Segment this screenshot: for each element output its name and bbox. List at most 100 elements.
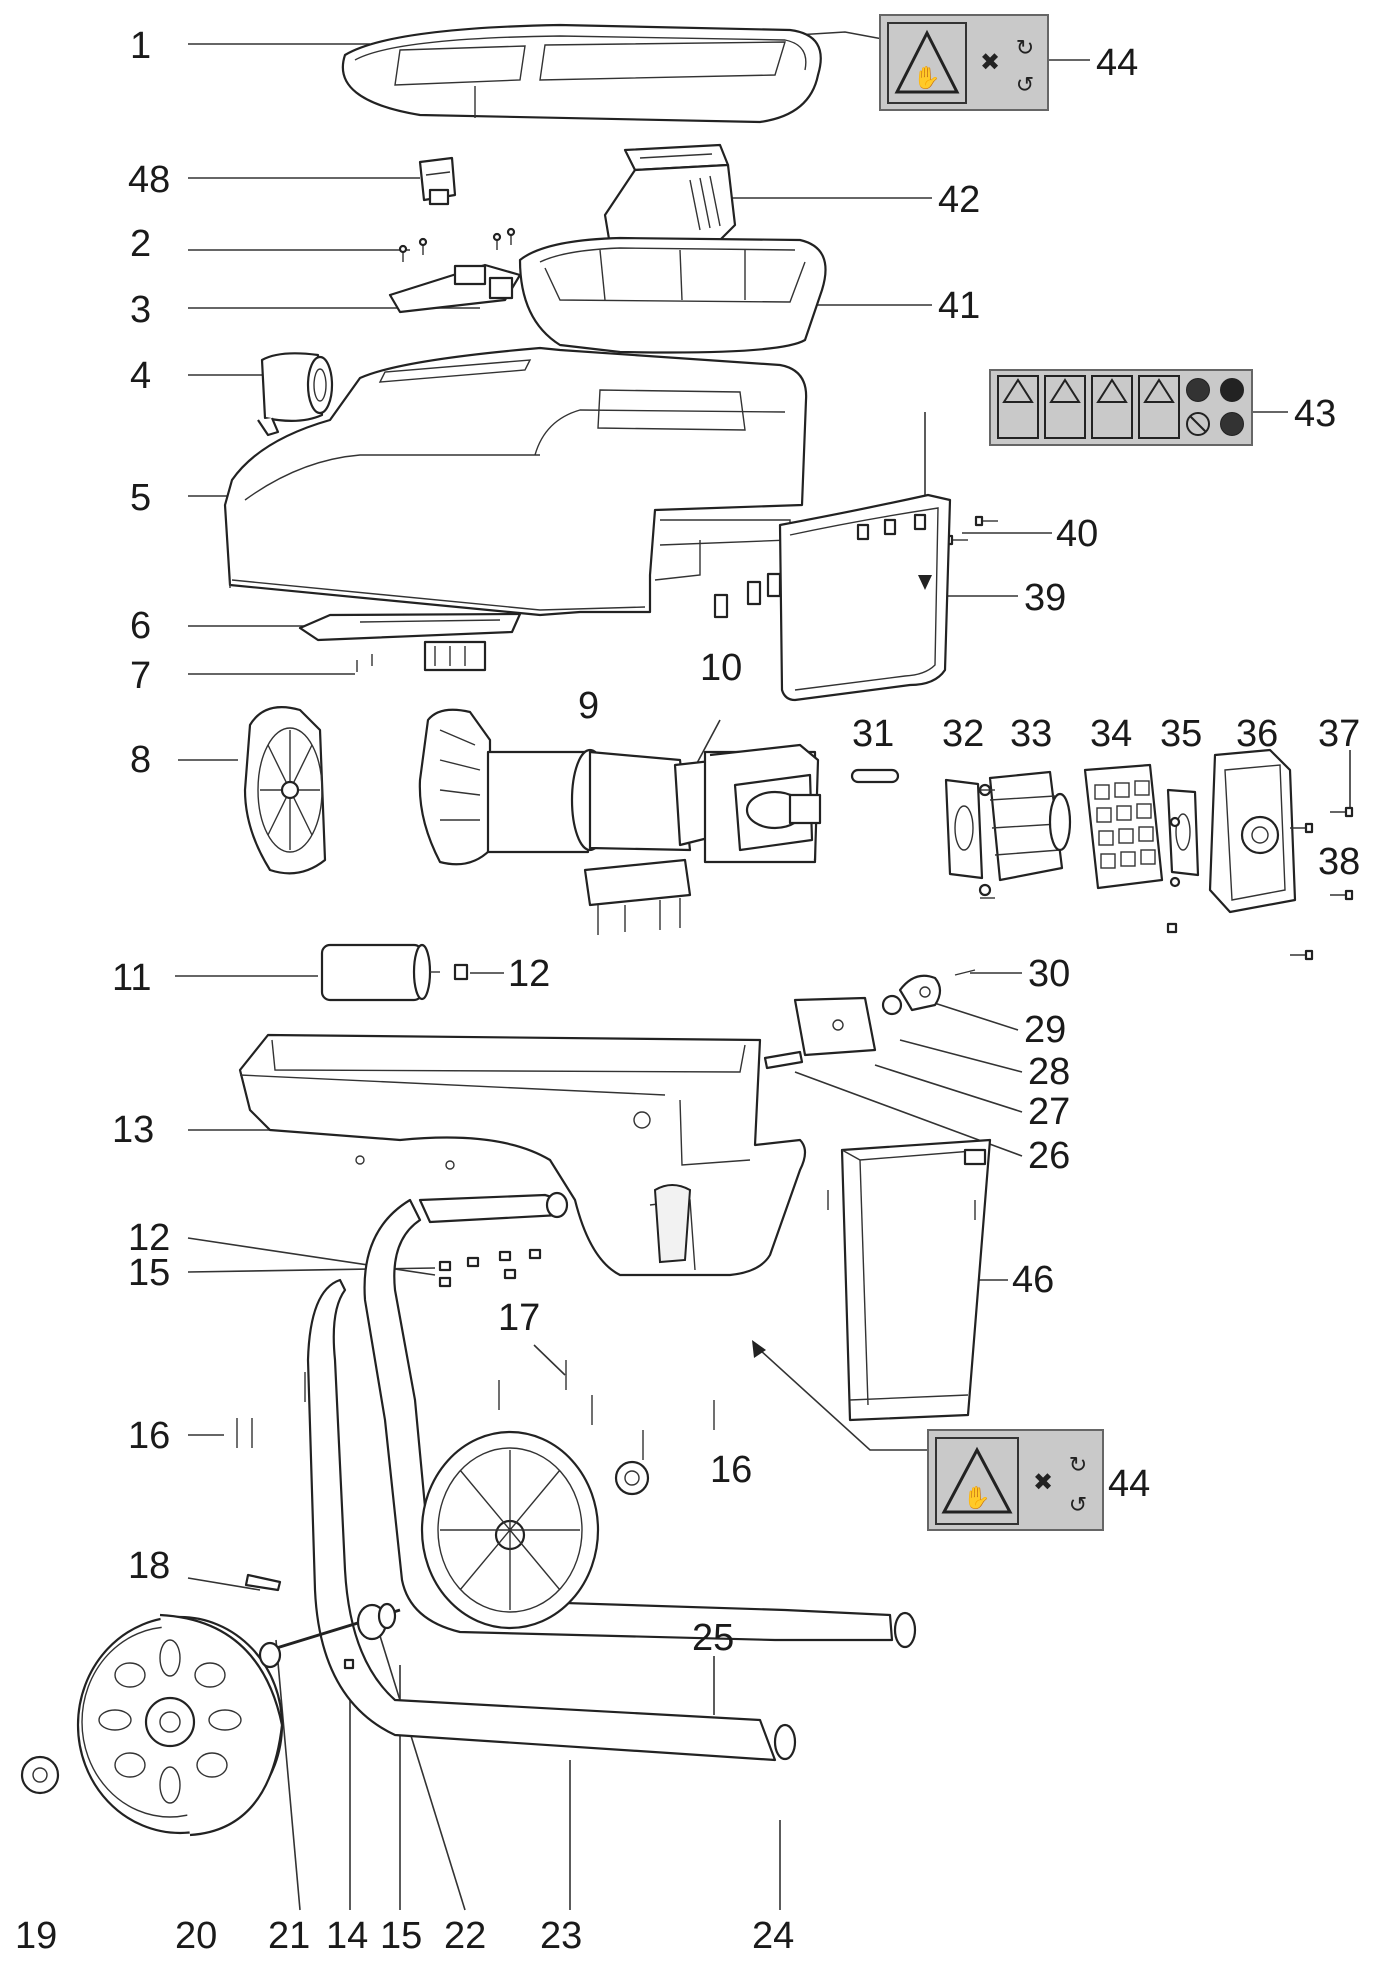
part-switch-box xyxy=(388,263,522,314)
callout-4: 4 xyxy=(130,355,151,397)
callout-15-bottom: 15 xyxy=(380,1915,422,1957)
callout-34: 34 xyxy=(1090,713,1132,755)
callout-40: 40 xyxy=(1056,513,1098,555)
callout-9: 9 xyxy=(578,685,599,727)
part-cutter-plate-34 xyxy=(1083,763,1164,890)
part-washer-19 xyxy=(20,1755,60,1795)
callout-48: 48 xyxy=(128,159,170,201)
svg-text:↻: ↻ xyxy=(1069,1453,1087,1478)
part-clips-10 xyxy=(713,572,782,619)
part-plate-32 xyxy=(944,778,992,897)
callout-2: 2 xyxy=(130,223,151,265)
part-screws-2 xyxy=(398,227,516,262)
callout-43: 43 xyxy=(1294,393,1336,435)
part-nuts-12b-15a xyxy=(438,1248,542,1288)
part-back-wheel xyxy=(420,1430,650,1630)
part-screws-37-38 xyxy=(980,789,1354,961)
callout-10: 10 xyxy=(700,647,742,689)
svg-text:✋: ✋ xyxy=(913,65,940,91)
callout-16-left: 16 xyxy=(128,1415,170,1457)
warning-label-44-bottom: ✋ ✖ ↻ ↺ xyxy=(927,1429,1104,1531)
callout-7: 7 xyxy=(130,655,151,697)
callout-20: 20 xyxy=(175,1915,217,1957)
callout-18: 18 xyxy=(128,1545,170,1587)
warning-label-44-top: ✋ ✖ ↻ ↺ xyxy=(879,14,1049,111)
callout-12-mid: 12 xyxy=(128,1217,170,1259)
svg-text:✖: ✖ xyxy=(1033,1468,1053,1496)
callout-21: 21 xyxy=(268,1915,310,1957)
callout-44-bottom: 44 xyxy=(1108,1463,1150,1505)
callout-19: 19 xyxy=(15,1915,57,1957)
arrow-43 xyxy=(918,575,932,590)
callout-6: 6 xyxy=(130,605,151,647)
part-guard-plate xyxy=(778,493,952,702)
callout-22: 22 xyxy=(444,1915,486,1957)
part-capacitor-11 xyxy=(320,943,440,1002)
callout-33: 33 xyxy=(1010,713,1052,755)
callout-5: 5 xyxy=(130,477,151,519)
part-plate-29 xyxy=(898,974,942,1012)
callout-38: 38 xyxy=(1318,841,1360,883)
callout-11: 11 xyxy=(112,957,151,999)
callout-26: 26 xyxy=(1028,1135,1070,1177)
callout-15-mid: 15 xyxy=(128,1252,170,1294)
part-screw-30 xyxy=(954,969,976,976)
part-axle xyxy=(269,1602,401,1670)
part-frame-legs xyxy=(306,1191,917,1762)
callout-28: 28 xyxy=(1028,1051,1070,1093)
part-upper-housing xyxy=(518,236,827,354)
callout-24: 24 xyxy=(752,1915,794,1957)
svg-text:✋: ✋ xyxy=(963,1485,990,1511)
part-bracket-27 xyxy=(793,996,877,1057)
svg-text:↻: ↻ xyxy=(1016,36,1034,61)
callout-8: 8 xyxy=(130,739,151,781)
part-screws-40 xyxy=(944,515,998,546)
callout-35: 35 xyxy=(1160,713,1202,755)
callout-numbers: 1 44 48 42 2 3 41 4 43 5 40 39 6 10 7 9 … xyxy=(15,25,1360,1957)
part-screws-7 xyxy=(356,654,373,672)
callout-32: 32 xyxy=(942,713,984,755)
part-switch-plate xyxy=(298,612,522,672)
part-top-cover xyxy=(341,23,822,124)
callout-42: 42 xyxy=(938,179,980,221)
callout-17: 17 xyxy=(498,1297,540,1339)
svg-text:↺: ↺ xyxy=(1069,1493,1087,1518)
part-capacitor-housing xyxy=(257,352,334,437)
callout-41: 41 xyxy=(938,285,980,327)
callout-23: 23 xyxy=(540,1915,582,1957)
part-lower-housing xyxy=(238,1033,807,1277)
callout-37: 37 xyxy=(1318,713,1360,755)
callout-29: 29 xyxy=(1024,1009,1066,1051)
callout-14: 14 xyxy=(326,1915,368,1957)
part-feed-chute xyxy=(603,143,737,247)
part-bolt-26 xyxy=(763,1050,804,1070)
callout-27: 27 xyxy=(1028,1091,1070,1133)
callout-39: 39 xyxy=(1024,577,1066,619)
callout-3: 3 xyxy=(130,289,151,331)
warning-label-43 xyxy=(989,369,1253,446)
callout-16-right: 16 xyxy=(710,1449,752,1491)
part-pin-18 xyxy=(244,1573,282,1592)
part-motor xyxy=(418,708,822,935)
callout-30: 30 xyxy=(1028,953,1070,995)
callout-31: 31 xyxy=(852,713,894,755)
part-collection-bin xyxy=(827,1138,992,1422)
part-nut-12a xyxy=(453,963,469,981)
callout-46: 46 xyxy=(1012,1259,1054,1301)
part-cutter-roller-33 xyxy=(988,770,1072,882)
svg-text:✖: ✖ xyxy=(980,48,1000,76)
svg-text:↺: ↺ xyxy=(1016,73,1034,98)
part-front-cover-36 xyxy=(1208,748,1297,914)
part-fan xyxy=(243,706,327,875)
part-key-31 xyxy=(850,768,900,784)
callout-36: 36 xyxy=(1236,713,1278,755)
callout-13: 13 xyxy=(112,1109,154,1151)
arrow-44-bottom xyxy=(752,1340,766,1358)
callout-44-top: 44 xyxy=(1096,42,1138,84)
part-washer-28 xyxy=(881,994,903,1016)
callout-25: 25 xyxy=(692,1617,734,1659)
callout-1: 1 xyxy=(130,25,151,67)
callout-12-top: 12 xyxy=(508,953,550,995)
part-switch-button xyxy=(418,156,457,206)
